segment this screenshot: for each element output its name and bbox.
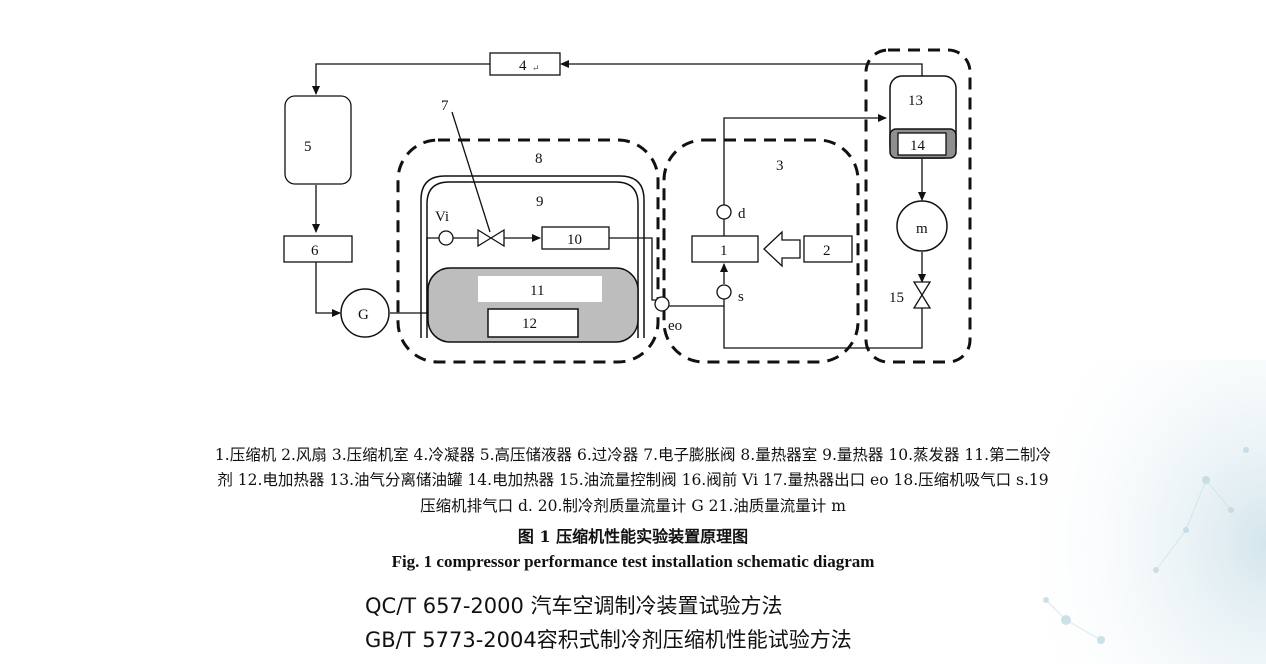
point-d	[716, 204, 732, 220]
electric-heater-14	[897, 132, 947, 156]
legend-line-1: 1.压缩机 2.风扇 3.压缩机室 4.冷凝器 5.高压储液器 6.过冷器 7.…	[214, 446, 1052, 464]
evaporator-10	[541, 226, 610, 250]
calorimeter-room-boundary	[396, 138, 660, 364]
label-13: 13	[908, 93, 923, 109]
label-12: 12	[522, 316, 537, 332]
legend-line-3: 压缩机排气口 d. 20.制冷剂质量流量计 G 21.油质量流量计 m	[420, 497, 846, 515]
standard-2: GB/T 5773-2004容积式制冷剂压缩机性能试验方法	[365, 628, 852, 652]
label-11: 11	[530, 283, 544, 299]
mark: ↵	[532, 63, 540, 73]
label-15: 15	[889, 290, 904, 306]
fan-2	[803, 235, 853, 263]
label-6: 6	[311, 243, 319, 259]
calorimeter-outline-inner	[426, 181, 639, 338]
label-14: 14	[910, 138, 926, 154]
label-Vi: Vi	[435, 209, 449, 225]
schematic-diagram: 4 ↵ 5 6 G 7 8 9 Vi 10 11 12 eo 3 d 1 2 s…	[283, 48, 972, 364]
compressor-1	[691, 235, 759, 263]
secondary-refrigerant-label-box	[478, 276, 602, 302]
expansion-valve-7	[477, 228, 505, 248]
label-5: 5	[304, 139, 312, 155]
refrigerant-flowmeter-G	[340, 288, 390, 338]
fan-airflow-arrow	[763, 230, 801, 268]
electric-heater-12	[487, 308, 579, 338]
label-10: 10	[567, 232, 582, 248]
figure-title-cn: 图 1 压缩机性能实验装置原理图	[517, 527, 749, 546]
label-9: 9	[536, 194, 544, 210]
oil-flowmeter-m	[896, 200, 948, 252]
label-7: 7	[441, 98, 449, 114]
label-eo: eo	[668, 318, 682, 334]
point-eo	[654, 296, 670, 312]
receiver-5	[284, 95, 352, 185]
label-2: 2	[823, 243, 831, 259]
calorimeter-outline	[420, 175, 645, 338]
standard-1: QC/T 657-2000 汽车空调制冷装置试验方法	[365, 594, 783, 618]
oil-system-boundary	[864, 48, 972, 364]
label-d: d	[738, 206, 746, 222]
point-s	[716, 284, 732, 300]
label-s: s	[738, 289, 744, 305]
point-vi	[438, 230, 454, 246]
label-m: m	[916, 221, 928, 237]
subcooler-6	[283, 235, 353, 263]
compressor-room-boundary	[662, 138, 860, 364]
label-4: 4	[519, 58, 527, 74]
figure-title-en: Fig. 1 compressor performance test insta…	[391, 552, 875, 571]
label-8: 8	[535, 151, 543, 167]
label-G: G	[358, 307, 369, 323]
condenser-4	[489, 52, 561, 76]
label-3: 3	[776, 158, 784, 174]
legend-line-2: 剂 12.电加热器 13.油气分离储油罐 14.电加热器 15.油流量控制阀 1…	[217, 471, 1049, 489]
label-1: 1	[720, 243, 728, 259]
oil-control-valve-15	[912, 281, 932, 309]
